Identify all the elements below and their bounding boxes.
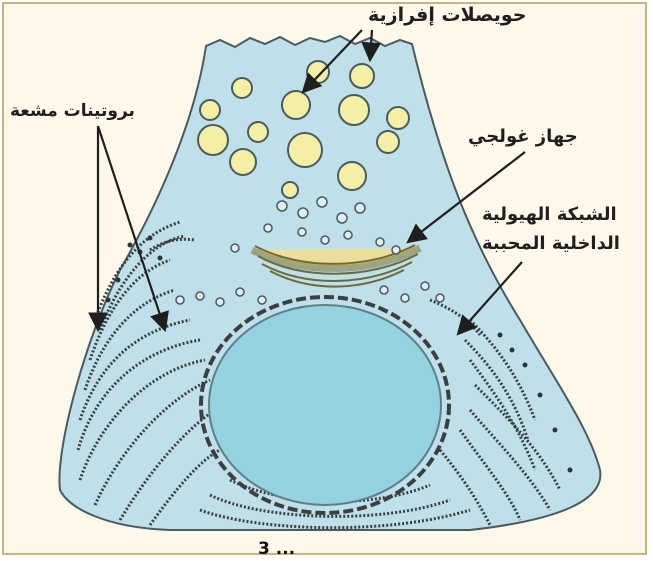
label-radiolabeled-proteins: بروتينات مشعة — [10, 101, 135, 121]
nucleus — [209, 305, 441, 505]
label-secretory-vesicles: حويصلات إفرازية — [368, 4, 526, 27]
figure-caption: 3 ... — [258, 539, 295, 559]
label-golgi-apparatus: جهاز غولجي — [468, 126, 578, 148]
label-rough-er-line2: الداخلية المحببة — [482, 233, 620, 255]
label-rough-er-line1: الشبكة الهيولية — [482, 204, 617, 226]
